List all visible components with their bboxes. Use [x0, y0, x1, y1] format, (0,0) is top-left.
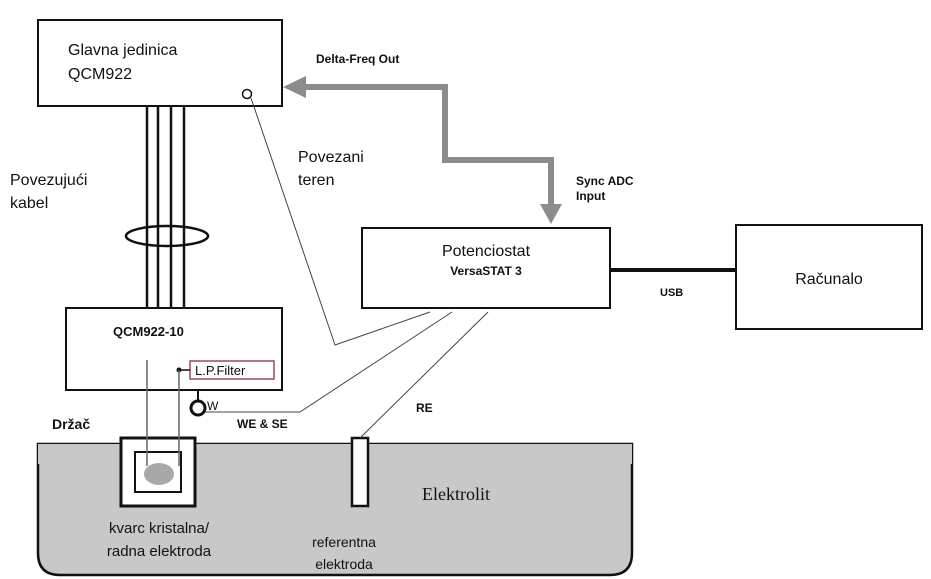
potentiostat-label-line1: Potenciostat — [442, 243, 531, 260]
cable-ferrite-ring — [124, 224, 210, 248]
reference-label-line1: referentna — [312, 534, 376, 550]
w-label: W — [207, 399, 219, 413]
sync-adc-label-line1: Sync ADC — [576, 174, 634, 188]
connecting-cable — [145, 106, 186, 308]
usb-label: USB — [660, 287, 683, 299]
main-unit-label-line2: QCM922 — [68, 66, 132, 83]
crystal-label-line1: kvarc kristalna/ — [109, 520, 210, 537]
we-se-lead — [205, 311, 453, 413]
re-lead — [359, 311, 489, 439]
crystal-label-line2: radna elektroda — [107, 543, 212, 560]
w-connector — [189, 399, 207, 417]
delta-freq-label: Delta-Freq Out — [316, 52, 399, 66]
main-unit-box — [37, 19, 283, 107]
computer-label: Računalo — [795, 271, 863, 288]
re-label: RE — [416, 401, 433, 415]
lp-filter-label: L.P.Filter — [195, 363, 246, 378]
reference-label-line2: elektroda — [315, 556, 373, 572]
sync-adc-label-line2: Input — [576, 189, 605, 203]
head-unit-label: QCM922-10 — [113, 324, 184, 339]
main-unit-label-line1: Glavna jedinica — [68, 42, 178, 59]
we-se-label: WE & SE — [237, 417, 288, 431]
cable-label-line1: Povezujući — [10, 172, 87, 189]
delta-freq-arrowhead — [283, 76, 306, 98]
ground-terminal — [241, 88, 253, 100]
potentiostat-label-line2: VersaSTAT 3 — [450, 264, 522, 278]
holder-label: Držač — [52, 416, 90, 432]
ground-lead — [250, 97, 431, 346]
ground-label-line1: Povezani — [298, 149, 364, 166]
delta-freq-arrow — [442, 87, 554, 206]
sync-adc-arrowhead — [540, 204, 562, 224]
cable-label-line2: kabel — [10, 195, 48, 212]
reference-electrode — [350, 436, 370, 508]
quartz-crystal — [144, 463, 174, 485]
ground-label-line2: teren — [298, 172, 334, 189]
electrolyte-label: Elektrolit — [422, 484, 490, 504]
computer-box — [735, 224, 923, 330]
